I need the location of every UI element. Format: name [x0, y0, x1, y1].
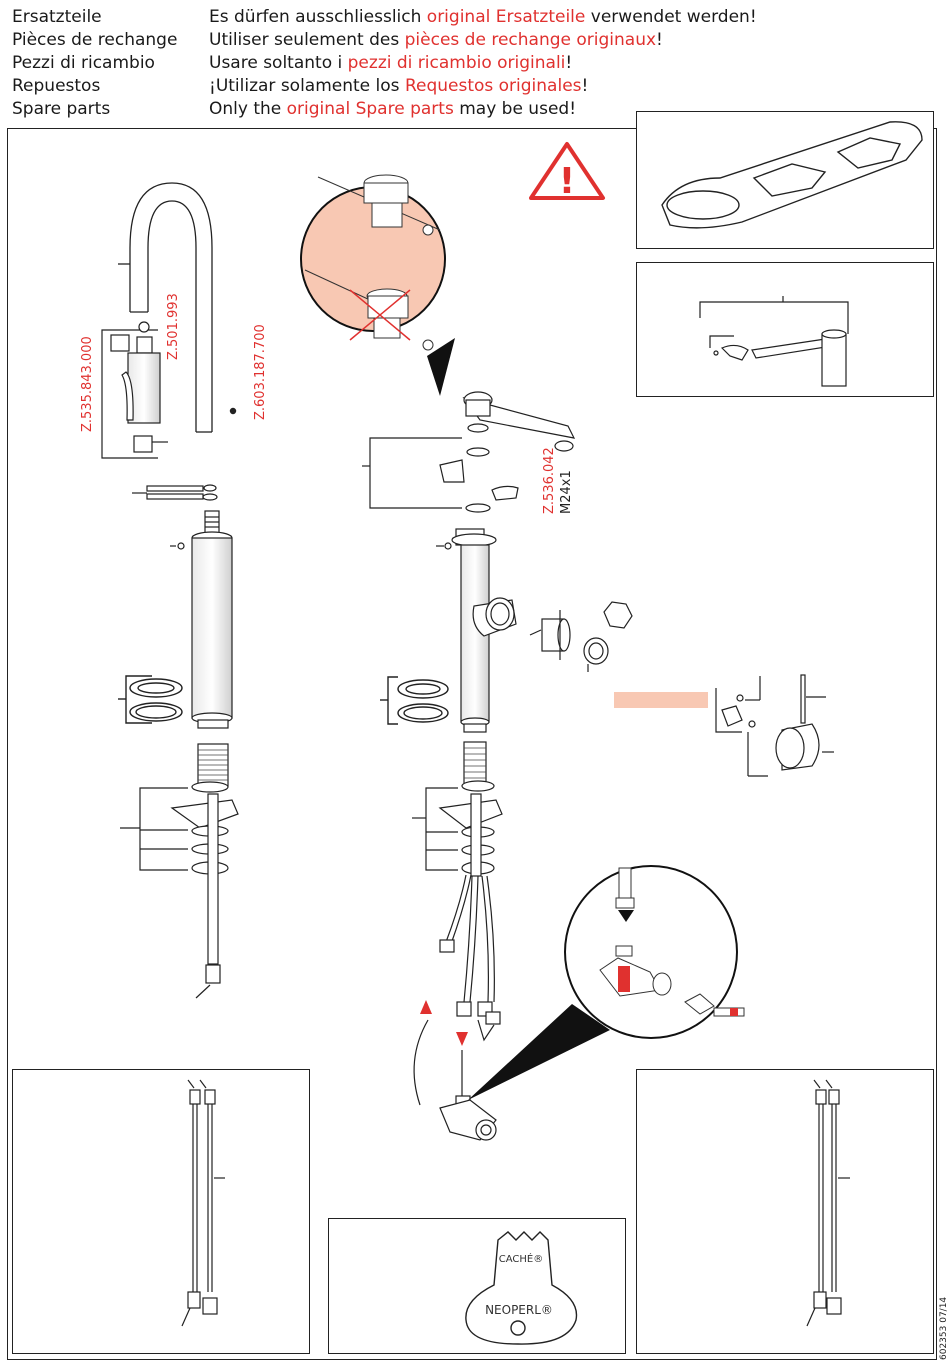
pushrod-left	[132, 484, 218, 501]
header-row-fr: Pièces de rechange Utiliser seulement de…	[12, 29, 757, 52]
supply-hoses-center	[413, 874, 501, 1106]
cartridge	[529, 601, 633, 672]
header-row-it: Pezzi di ricambio Usare soltanto i pezzi…	[12, 52, 757, 75]
mounting-set-center	[412, 780, 503, 877]
header-text: Utiliser seulement des pièces de rechang…	[209, 30, 663, 50]
lang-label: Repuestos	[12, 76, 101, 96]
part-number: Z.603.187.700	[253, 324, 268, 420]
svg-text:!: !	[559, 161, 575, 202]
lang-label: Ersatzteile	[12, 7, 102, 27]
header-text: Es dürfen ausschliesslich original Ersat…	[209, 7, 757, 27]
spout-center	[362, 391, 576, 550]
document-reference: 602353 07/14	[939, 1297, 949, 1360]
header-row-es: Repuestos ¡Utilizar solamente los Reques…	[12, 75, 757, 98]
lang-label: Spare parts	[12, 99, 111, 119]
aerator-brand-top: CACHÉ®	[499, 1252, 543, 1265]
handle-parts	[715, 674, 834, 777]
aerator-brand-bottom: NEOPERL®	[485, 1303, 553, 1317]
pullout-head	[101, 321, 237, 459]
hose-box-left	[12, 1069, 310, 1354]
zoom-detail-top	[300, 174, 455, 396]
handle-detail-box	[636, 262, 934, 397]
wrench-tool	[661, 121, 923, 229]
hose-box-right	[636, 1069, 934, 1354]
hose-pair-left	[181, 1079, 225, 1327]
color-swatch	[614, 692, 708, 708]
header-text: ¡Utilizar solamente los Requestos origin…	[209, 76, 589, 96]
zoom-detail-bottom	[468, 865, 745, 1100]
lang-label: Pezzi di ricambio	[12, 53, 155, 73]
header-text: Only the original Spare parts may be use…	[209, 99, 577, 119]
header-row-de: Ersatzteile Es dürfen ausschliesslich or…	[12, 6, 757, 29]
header-row-en: Spare parts Only the original Spare part…	[12, 98, 757, 121]
tap-body-center	[460, 544, 517, 787]
spout-left	[118, 182, 213, 433]
part-number: Z.501.993	[166, 293, 181, 360]
aerator-key	[465, 1231, 578, 1345]
base-seals-center	[380, 676, 449, 725]
check-valve	[439, 1050, 497, 1141]
mounting-set-left	[120, 781, 239, 999]
part-number: Z.535.843.000	[80, 336, 95, 432]
header: Ersatzteile Es dürfen ausschliesslich or…	[12, 6, 757, 121]
part-number: Z.536.042	[542, 447, 557, 514]
warning-icon: !	[529, 142, 605, 202]
flow-arrows	[420, 1000, 468, 1046]
lang-label: Pièces de rechange	[12, 30, 178, 50]
thread-size: M24x1	[559, 470, 574, 514]
lever-detail	[699, 296, 849, 387]
hose-pair-right	[806, 1079, 850, 1327]
drawing-frame	[7, 128, 937, 1360]
tap-body-left	[170, 510, 233, 787]
base-seals-left	[118, 675, 183, 724]
header-text: Usare soltanto i pezzi di ricambio origi…	[209, 53, 573, 73]
